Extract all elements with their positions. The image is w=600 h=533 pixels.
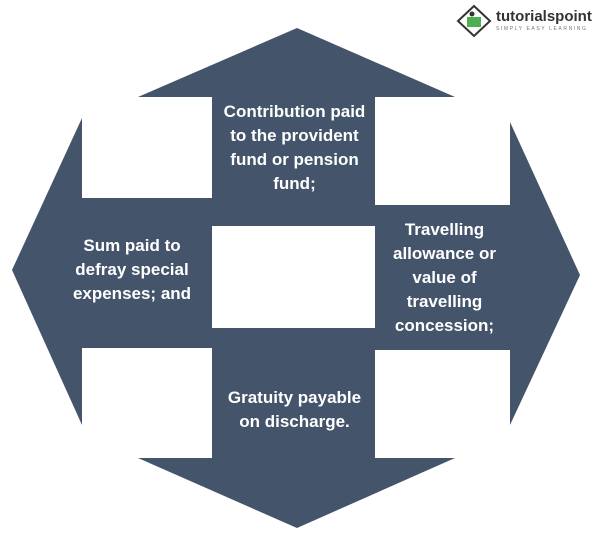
logo-tagline: SIMPLY EASY LEARNING: [496, 26, 588, 32]
bottom-arrow-text: Gratuity payable on discharge.: [227, 388, 362, 431]
arrow-up: [138, 28, 455, 226]
arrow-right: [375, 122, 580, 425]
tutorialspoint-logo: tutorialspoint SIMPLY EASY LEARNING: [456, 4, 596, 38]
logo-icon: [456, 4, 492, 38]
top-arrow-text: Contribution paid to the provident fund …: [223, 101, 366, 193]
logo-name: tutorialspoint: [496, 8, 592, 25]
arrow-down: [138, 328, 455, 528]
arrow-left: [12, 118, 212, 425]
right-arrow-text: Travelling allowance or value of travell…: [393, 219, 496, 335]
left-arrow-text: Sum paid to defray special expenses; and: [72, 236, 192, 303]
